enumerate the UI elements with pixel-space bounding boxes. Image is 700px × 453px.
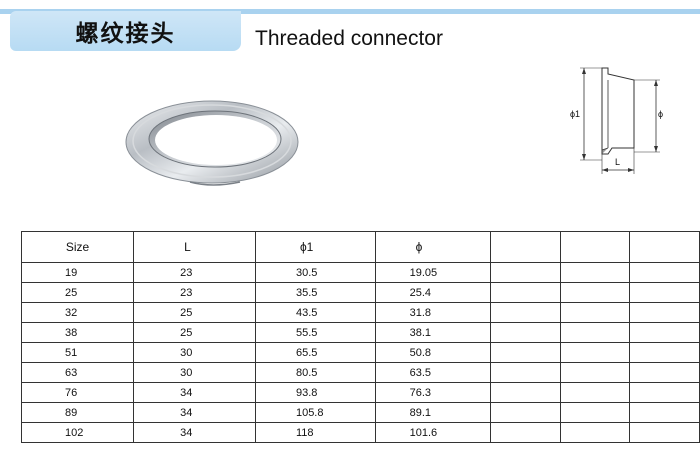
header-bar (0, 9, 700, 14)
table-cell: 38 (20, 322, 135, 343)
table-cell: 102 (20, 422, 135, 443)
table-cell (629, 322, 700, 343)
table-cell: 34 (133, 382, 256, 403)
table-cell: 55.5 (254, 322, 376, 343)
table-cell (629, 402, 700, 423)
table-cell (559, 322, 631, 343)
table-cell: 105.8 (254, 402, 376, 423)
table-header-cell: Size (20, 231, 135, 263)
page-subtitle: Threaded connector (255, 27, 443, 50)
table-cell (629, 342, 700, 363)
table-cell (489, 322, 561, 343)
table-cell: 80.5 (254, 362, 376, 383)
table-cell (489, 342, 561, 363)
table-cell (489, 362, 561, 383)
table-cell: 25.4 (374, 282, 491, 303)
label-length: L (615, 157, 620, 167)
table-cell (559, 422, 631, 443)
table-cell (489, 302, 561, 323)
table-cell: 34 (133, 422, 256, 443)
table-cell (629, 302, 700, 323)
table-cell (559, 282, 631, 303)
table-cell: 30 (133, 362, 256, 383)
label-phi: ϕ (658, 109, 663, 119)
table-cell (489, 422, 561, 443)
table-cell: 76.3 (374, 382, 491, 403)
table-cell: 76 (20, 382, 135, 403)
table-cell: 25 (20, 282, 135, 303)
table-cell: 35.5 (254, 282, 376, 303)
table-cell (629, 262, 700, 283)
table-cell (629, 362, 700, 383)
table-cell (559, 362, 631, 383)
table-header-cell (559, 231, 631, 263)
table-cell: 30 (133, 342, 256, 363)
table-header-cell (629, 231, 700, 263)
table-cell: 38.1 (374, 322, 491, 343)
table-cell: 63.5 (374, 362, 491, 383)
table-cell: 93.8 (254, 382, 376, 403)
table-cell: 118 (254, 422, 376, 443)
table-cell (629, 382, 700, 403)
table-cell (489, 282, 561, 303)
table-cell: 89.1 (374, 402, 491, 423)
table-cell (489, 382, 561, 403)
table-cell: 19 (20, 262, 135, 283)
table-cell: 31.8 (374, 302, 491, 323)
table-cell (559, 382, 631, 403)
table-cell: 25 (133, 302, 256, 323)
table-cell: 50.8 (374, 342, 491, 363)
page-title: 螺纹接头 (75, 21, 176, 47)
table-cell: 63 (20, 362, 135, 383)
table-cell: 23 (133, 282, 256, 303)
table-cell: 51 (20, 342, 135, 363)
table-cell: 30.5 (254, 262, 376, 283)
table-cell (559, 402, 631, 423)
table-cell: 32 (20, 302, 135, 323)
table-cell: 34 (133, 402, 256, 423)
table-cell (489, 262, 561, 283)
table-cell: 23 (133, 262, 256, 283)
product-photo (125, 100, 299, 186)
table-header-cell: ϕ1 (254, 231, 376, 263)
table-cell: 19.05 (374, 262, 491, 283)
table-cell (559, 302, 631, 323)
table-cell (629, 282, 700, 303)
table-header-cell: L (133, 231, 256, 263)
table-cell (559, 342, 631, 363)
table-cell: 89 (20, 402, 135, 423)
dimension-diagram: ϕ1 ϕ L (570, 67, 663, 174)
table-cell (489, 402, 561, 423)
table-cell: 43.5 (254, 302, 376, 323)
table-cell: 65.5 (254, 342, 376, 363)
table-cell (629, 422, 700, 443)
table-cell: 101.6 (374, 422, 491, 443)
table-cell (559, 262, 631, 283)
table-cell: 25 (133, 322, 256, 343)
label-phi1: ϕ1 (570, 109, 580, 119)
table-header-cell (489, 231, 561, 263)
table-header-cell: ϕ (374, 231, 491, 263)
title-tab: 螺纹接头 (10, 11, 241, 51)
